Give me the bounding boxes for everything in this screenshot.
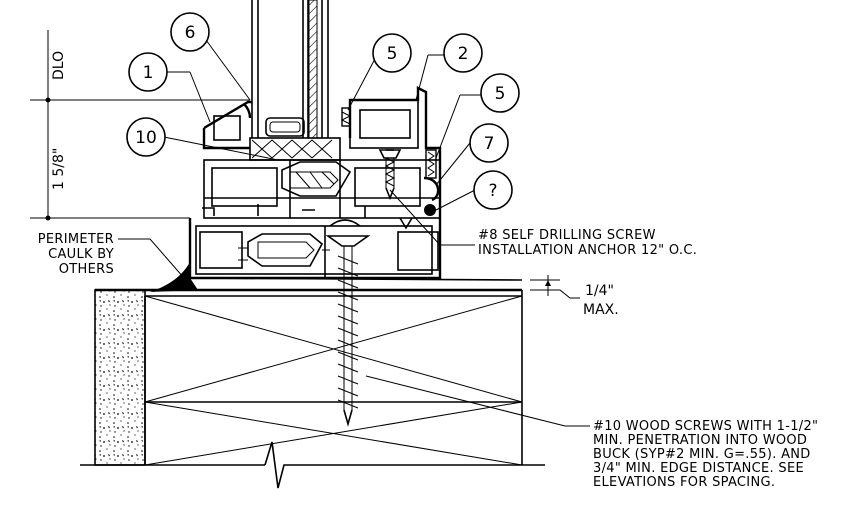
callout-5-right: 5 [480, 73, 520, 113]
callout-5-top: 5 [372, 33, 412, 73]
gap-dimension [530, 275, 580, 299]
concrete-substrate [94, 289, 146, 466]
dim-height: 1 5/8" [51, 148, 67, 190]
wood-buck [80, 277, 545, 489]
callout-2: 2 [443, 33, 483, 73]
svg-text:7: 7 [484, 134, 495, 154]
svg-text:BUCK (SYP#2 MIN. G=.55). AND: BUCK (SYP#2 MIN. G=.55). AND [593, 447, 811, 462]
sill-frame [188, 86, 442, 280]
perimeter-caulk [150, 262, 198, 292]
svg-text:2: 2 [458, 44, 469, 64]
svg-text:10: 10 [135, 128, 157, 148]
svg-text:#10 WOOD SCREWS WITH 1-1/2": #10 WOOD SCREWS WITH 1-1/2" [593, 419, 818, 434]
note-anchor-screw: #8 SELF DRILLING SCREW INSTALLATION ANCH… [478, 228, 697, 258]
svg-text:PERIMETER: PERIMETER [38, 232, 114, 247]
callout-question: ? [473, 170, 513, 210]
wood-screw [325, 235, 371, 427]
callout-10: 10 [126, 117, 166, 157]
svg-text:1: 1 [143, 63, 154, 83]
gap-value: 1/4" [585, 283, 614, 299]
leader-lines [118, 39, 590, 427]
svg-text:5: 5 [387, 44, 398, 64]
note-wood-screws: #10 WOOD SCREWS WITH 1-1/2" MIN. PENETRA… [593, 419, 818, 490]
svg-text:5: 5 [495, 84, 506, 104]
callout-7: 7 [469, 123, 509, 163]
svg-text:ELEVATIONS FOR SPACING.: ELEVATIONS FOR SPACING. [593, 475, 775, 490]
note-perimeter-caulk: PERIMETER CAULK BY OTHERS [38, 232, 114, 277]
gap-max: MAX. [583, 302, 619, 318]
self-drilling-screw [378, 149, 402, 201]
weatherstrip [243, 103, 440, 216]
svg-text:MIN. PENETRATION INTO WOOD: MIN. PENETRATION INTO WOOD [593, 433, 807, 448]
dimension-lines [30, 30, 250, 221]
svg-text:CAULK BY: CAULK BY [48, 247, 114, 262]
svg-text:3/4" MIN. EDGE DISTANCE. SEE: 3/4" MIN. EDGE DISTANCE. SEE [593, 461, 804, 476]
callout-1: 1 [128, 52, 168, 92]
svg-text:?: ? [488, 181, 497, 201]
insulated-glass [251, 0, 329, 139]
svg-text:INSTALLATION ANCHOR 12" O.C.: INSTALLATION ANCHOR 12" O.C. [478, 243, 697, 258]
svg-text:OTHERS: OTHERS [59, 262, 114, 277]
svg-text:#8 SELF DRILLING SCREW: #8 SELF DRILLING SCREW [478, 228, 656, 243]
callout-6: 6 [170, 12, 210, 52]
dim-dlo: DLO [51, 51, 67, 80]
svg-text:6: 6 [185, 23, 196, 43]
